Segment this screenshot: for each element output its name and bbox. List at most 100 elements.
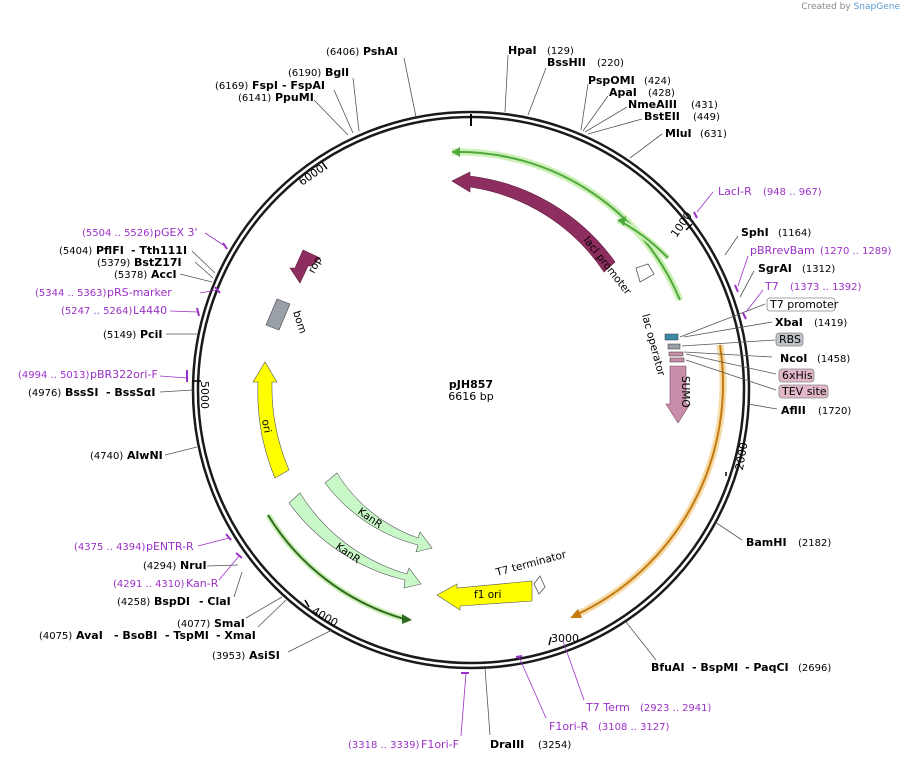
enzyme-TspMI[interactable]: - TspMI (165, 629, 209, 642)
range-pBR322ori-F: (4994 .. 5013) (18, 370, 90, 381)
enzyme-BglI[interactable]: BglI (325, 66, 349, 79)
rbs-box[interactable] (667, 343, 681, 350)
enzyme-BstEII[interactable]: BstEII (644, 110, 680, 123)
enzyme-DraIII[interactable]: DraIII (490, 738, 524, 751)
primer-pENTR-R[interactable]: pENTR-R (146, 540, 194, 553)
enzyme-NmeAIII[interactable]: NmeAIII (628, 98, 677, 111)
enzyme-Tth111I[interactable]: - Tth111I (131, 244, 187, 257)
lacI-promoter-arrow[interactable] (635, 263, 655, 283)
ori-arrow[interactable] (252, 361, 290, 479)
label-6xhis[interactable]: 6xHis (782, 369, 813, 382)
primer-T7[interactable]: T7 (764, 280, 779, 293)
enzyme-SphI[interactable]: SphI (741, 226, 769, 239)
lacI-binding-line (451, 150, 681, 301)
range-L4440: (5247 .. 5264) (61, 306, 133, 317)
tick-5000: 5000 (198, 381, 211, 409)
tick-6000: 6000 (296, 162, 326, 189)
primer-pGEX3[interactable]: pGEX 3' (154, 226, 198, 239)
kanR-label-1: KanR (355, 506, 384, 531)
pos-BstEII: (449) (693, 112, 720, 123)
his-box[interactable] (668, 351, 684, 357)
enzyme-XmaI[interactable]: - XmaI (216, 629, 256, 642)
insert-binding-arrowhead (570, 609, 582, 618)
range-pBRrevBam: (1270 .. 1289) (820, 246, 892, 257)
enzyme-BssSI[interactable]: BssSI (65, 386, 99, 399)
pos-PflFI: (5404) (59, 246, 92, 257)
pos-BssSI: (4976) (28, 388, 61, 399)
enzyme-PpuMI[interactable]: PpuMI (275, 91, 314, 104)
enzyme-MluI[interactable]: MluI (665, 127, 692, 140)
pos-SmaI: (4077) (177, 619, 210, 630)
ori-label: ori (259, 418, 273, 434)
enzyme-AsiSI[interactable]: AsiSI (249, 649, 280, 662)
t7-promoter-box[interactable] (664, 333, 679, 341)
pos-MluI: (631) (700, 129, 727, 140)
enzyme-XbaI[interactable]: XbaI (775, 316, 803, 329)
enzyme-BssHII[interactable]: BssHII (547, 56, 586, 69)
sumo-arrow[interactable] (665, 365, 691, 424)
enzyme-BfuAI[interactable]: BfuAI (651, 661, 685, 674)
f1-ori-arrow[interactable] (436, 580, 533, 611)
tev-box[interactable] (669, 357, 685, 363)
enzyme-sites: (6406) PshAI HpaI (129) BssHII (220) (61… (28, 44, 851, 751)
scale-ticks: 1000 2000 3000 4000 5000 6000 (193, 161, 751, 646)
pos-BstZ17I: (5379) (97, 258, 130, 269)
plasmid-name: pJH857 (449, 378, 493, 391)
rop-arrow[interactable] (289, 249, 321, 284)
enzyme-PciI[interactable]: PciI (140, 328, 162, 341)
primer-L4440[interactable]: L4440 (133, 304, 167, 317)
pos-PaqCI: (2696) (798, 663, 831, 674)
enzyme-FspI[interactable]: FspI (252, 79, 278, 92)
pos-XbaI: (1419) (814, 318, 847, 329)
insert-binding-halo (574, 344, 727, 619)
feature-label-boxes: T7 promoter RBS 6xHis TEV site (766, 297, 839, 399)
enzyme-BsoBI[interactable]: - BsoBI (114, 629, 157, 642)
enzyme-PflFI[interactable]: PflFI (96, 244, 124, 257)
enzyme-BstZ17I[interactable]: BstZ17I (134, 256, 182, 269)
pos-HpaI: (129) (547, 46, 574, 57)
pos-SgrAI: (1312) (802, 264, 835, 275)
t7-terminator-arrow[interactable] (533, 575, 546, 595)
enzyme-FspAI[interactable]: - FspAI (282, 79, 325, 92)
primer-T7-Term[interactable]: T7 Term (585, 701, 630, 714)
enzyme-AlwNI[interactable]: AlwNI (127, 449, 163, 462)
lacI-gene-arrow[interactable] (451, 171, 616, 273)
enzyme-NruI[interactable]: NruI (180, 559, 207, 572)
primer-Kan-R[interactable]: Kan-R (186, 577, 219, 590)
enzyme-SgrAI[interactable]: SgrAI (758, 262, 792, 275)
enzyme-BspDI[interactable]: BspDI (154, 595, 190, 608)
primer-LacI-R[interactable]: LacI-R (718, 185, 752, 198)
enzyme-HpaI[interactable]: HpaI (508, 44, 537, 57)
enzyme-PshAI[interactable]: PshAI (363, 45, 398, 58)
label-rbs[interactable]: RBS (779, 333, 801, 346)
enzyme-BspMI[interactable]: - BspMI (692, 661, 738, 674)
enzyme-PaqCI[interactable]: - PaqCI (745, 661, 789, 674)
lac-operator-label: lac operator (639, 313, 667, 378)
enzyme-AvaI[interactable]: AvaI (76, 629, 103, 642)
kanR-label-2: KanR (333, 541, 362, 566)
primer-F1ori-R[interactable]: F1ori-R (549, 720, 589, 733)
primer-pBRrevBam[interactable]: pBRrevBam (750, 244, 815, 257)
enzyme-PspOMI[interactable]: PspOMI (588, 74, 635, 87)
enzyme-AflII[interactable]: AflII (781, 404, 806, 417)
tick-2000: 2000 (733, 441, 751, 471)
enzyme-SmaI[interactable]: SmaI (214, 617, 245, 630)
label-tev-site[interactable]: TEV site (781, 385, 827, 398)
bom-box[interactable] (265, 298, 291, 331)
enzyme-ApaI[interactable]: ApaI (609, 86, 637, 99)
pos-FspI: (6169) (215, 81, 248, 92)
pos-AflII: (1720) (818, 406, 851, 417)
primer-F1ori-F[interactable]: F1ori-F (421, 738, 459, 751)
primer-pRS-marker[interactable]: pRS-marker (107, 286, 172, 299)
kanR-arrow-1[interactable] (324, 472, 433, 553)
primer-pBR322ori-F[interactable]: pBR322ori-F (90, 368, 158, 381)
label-t7-promoter[interactable]: T7 promoter (769, 298, 839, 311)
enzyme-ClaI[interactable]: - ClaI (199, 595, 231, 608)
f1-ori-label: f1 ori (474, 589, 501, 601)
enzyme-AccI[interactable]: AccI (151, 268, 177, 281)
enzyme-BssSaI[interactable]: - BssSαI (106, 386, 155, 399)
range-F1ori-R: (3108 .. 3127) (598, 722, 670, 733)
enzyme-NcoI[interactable]: NcoI (780, 352, 807, 365)
kanR-arrow-2[interactable] (288, 492, 422, 589)
enzyme-BamHI[interactable]: BamHI (746, 536, 787, 549)
